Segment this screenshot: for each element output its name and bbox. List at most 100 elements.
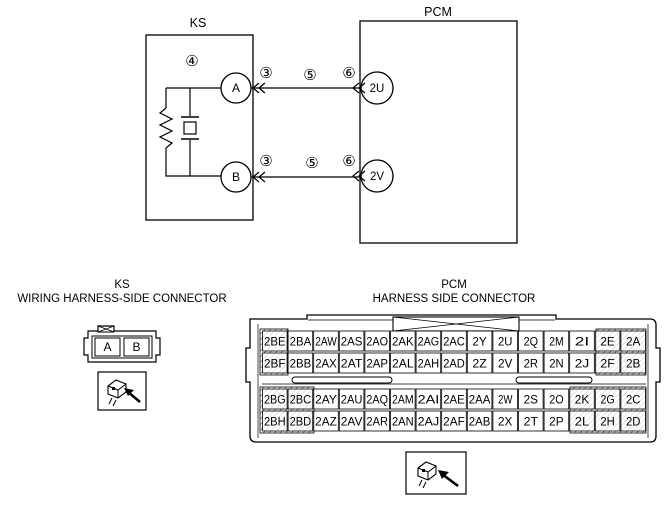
pcm-cell-2ay: 2AY <box>315 395 337 407</box>
pcm-cell-2ad: 2AD <box>443 359 465 371</box>
pcm-cell-2k: 2K <box>575 395 590 407</box>
pcm-cell-2ak: 2AK <box>392 337 414 349</box>
pcm-cell-box <box>466 410 493 432</box>
pcm-cell-box <box>569 410 595 432</box>
ks-internal-circuit <box>165 87 221 177</box>
pcm-connector-title: PCM <box>441 279 467 291</box>
pcm-cell-2p: 2P <box>549 417 564 429</box>
pcm-cell-2r: 2R <box>524 359 538 371</box>
pcm-cell-box <box>594 410 621 432</box>
connector-view-arrow-icon <box>405 451 467 495</box>
pcm-cell-box <box>543 410 570 432</box>
connector-view-arrow-icon <box>97 371 147 411</box>
ks-connector-cell-a: A <box>103 340 111 354</box>
pcm-component-box <box>359 20 518 244</box>
pcm-cell-2ax: 2AX <box>315 359 337 371</box>
pcm-cell-box <box>492 410 518 432</box>
callout-5-bottom: ⑤ <box>305 155 318 172</box>
pcm-cell-2av: 2AV <box>341 417 363 429</box>
pcm-cell-2y: 2Y <box>472 337 487 349</box>
pcm-cell-2ab: 2AB <box>469 417 491 429</box>
pcm-cell-2i: 2I <box>575 337 589 349</box>
pcm-cell-box <box>313 410 339 432</box>
pcm-cell-2aw: 2AW <box>315 337 337 349</box>
callout-5-top: ⑤ <box>303 67 316 84</box>
pcm-cell-box <box>338 352 365 374</box>
pcm-cell-2l: 2L <box>575 417 590 429</box>
pcm-cell-2j: 2J <box>575 359 589 371</box>
pcm-cell-box <box>313 352 339 374</box>
pcm-cell-2q: 2Q <box>524 337 538 349</box>
ks-component-box <box>145 34 254 221</box>
pcm-cell-2al: 2AL <box>392 359 414 371</box>
pcm-cell-2am: 2AM <box>392 395 414 407</box>
wire-callouts: ④ ③ ⑤ ⑥ ③ ⑤ ⑥ <box>185 53 355 172</box>
pcm-cell-2n: 2N <box>549 359 563 371</box>
pcm-cell-box <box>518 410 544 432</box>
ks-connector-title: KS <box>114 279 130 291</box>
pcm-cell-2ah: 2AH <box>418 359 440 371</box>
pcm-cell-box <box>262 330 288 352</box>
pcm-cell-box <box>594 330 621 352</box>
pcm-cell-box <box>287 352 314 374</box>
callout-4: ④ <box>185 53 198 70</box>
pcm-cell-2ac: 2AC <box>443 337 465 349</box>
pcm-cell-box <box>415 352 442 374</box>
pcm-cell-box <box>364 388 390 410</box>
pcm-cell-box <box>492 352 518 374</box>
ks-component-label: KS <box>190 16 207 30</box>
pcm-cell-2t: 2T <box>524 417 538 429</box>
pcm-cell-2w: 2W <box>498 395 513 407</box>
pcm-cell-2v: 2V <box>498 359 513 371</box>
pcm-cell-box <box>492 330 518 352</box>
pcm-cell-2ar: 2AR <box>366 417 388 429</box>
pcm-cell-box <box>415 388 442 410</box>
pcm-cell-box <box>594 388 621 410</box>
pcm-cell-box <box>543 352 570 374</box>
pcm-cell-2g: 2G <box>600 395 614 407</box>
pcm-cell-box <box>543 388 570 410</box>
pcm-cell-box <box>390 330 416 352</box>
pcm-cell-box <box>543 330 570 352</box>
pcm-pin-2u-label: 2U <box>370 83 385 95</box>
pcm-cell-box <box>620 330 646 352</box>
pcm-cell-2an: 2AN <box>392 417 414 429</box>
ks-connector-section: KS WIRING HARNESS-SIDE CONNECTOR A B <box>17 279 227 411</box>
pcm-cell-2o: 2O <box>549 395 563 407</box>
pcm-pin-2v <box>360 159 394 193</box>
pcm-cell-2aj: 2AJ <box>418 417 440 429</box>
pcm-cell-box <box>415 410 442 432</box>
pcm-cell-2f: 2F <box>600 359 614 371</box>
pcm-cell-box <box>620 352 646 374</box>
pcm-cell-box <box>364 330 390 352</box>
pcm-cell-2h: 2H <box>600 417 614 429</box>
pcm-cell-box <box>466 352 493 374</box>
pcm-cell-2bb: 2BB <box>290 359 312 371</box>
ks-connector-cell-b: B <box>132 340 140 354</box>
pcm-cell-2bd: 2BD <box>290 417 312 429</box>
pcm-cell-2at: 2AT <box>341 359 363 371</box>
callout-3-bottom: ③ <box>259 153 272 170</box>
pcm-cell-box <box>287 410 314 432</box>
pcm-cell-2bc: 2BC <box>290 395 312 407</box>
piezo-element-symbol <box>181 108 199 148</box>
pcm-cell-box <box>390 410 416 432</box>
callout-6-bottom: ⑥ <box>342 153 355 170</box>
pcm-cell-2aq: 2AQ <box>366 395 388 407</box>
pcm-cell-2bg: 2BG <box>264 395 286 407</box>
pcm-cell-2u: 2U <box>498 337 512 349</box>
pcm-cell-box <box>620 410 646 432</box>
pcm-cell-box <box>441 410 467 432</box>
pcm-cell-box <box>262 388 288 410</box>
pcm-cell-2x: 2X <box>498 417 513 429</box>
pcm-component-label: PCM <box>424 5 452 19</box>
pcm-cell-2ag: 2AG <box>418 337 440 349</box>
pcm-connector-latch <box>392 316 520 332</box>
pcm-cell-box <box>441 352 467 374</box>
pcm-cell-2c: 2C <box>626 395 640 407</box>
callout-6-top: ⑥ <box>342 65 355 82</box>
pcm-cell-box <box>569 388 595 410</box>
pcm-cell-2az: 2AZ <box>315 417 337 429</box>
